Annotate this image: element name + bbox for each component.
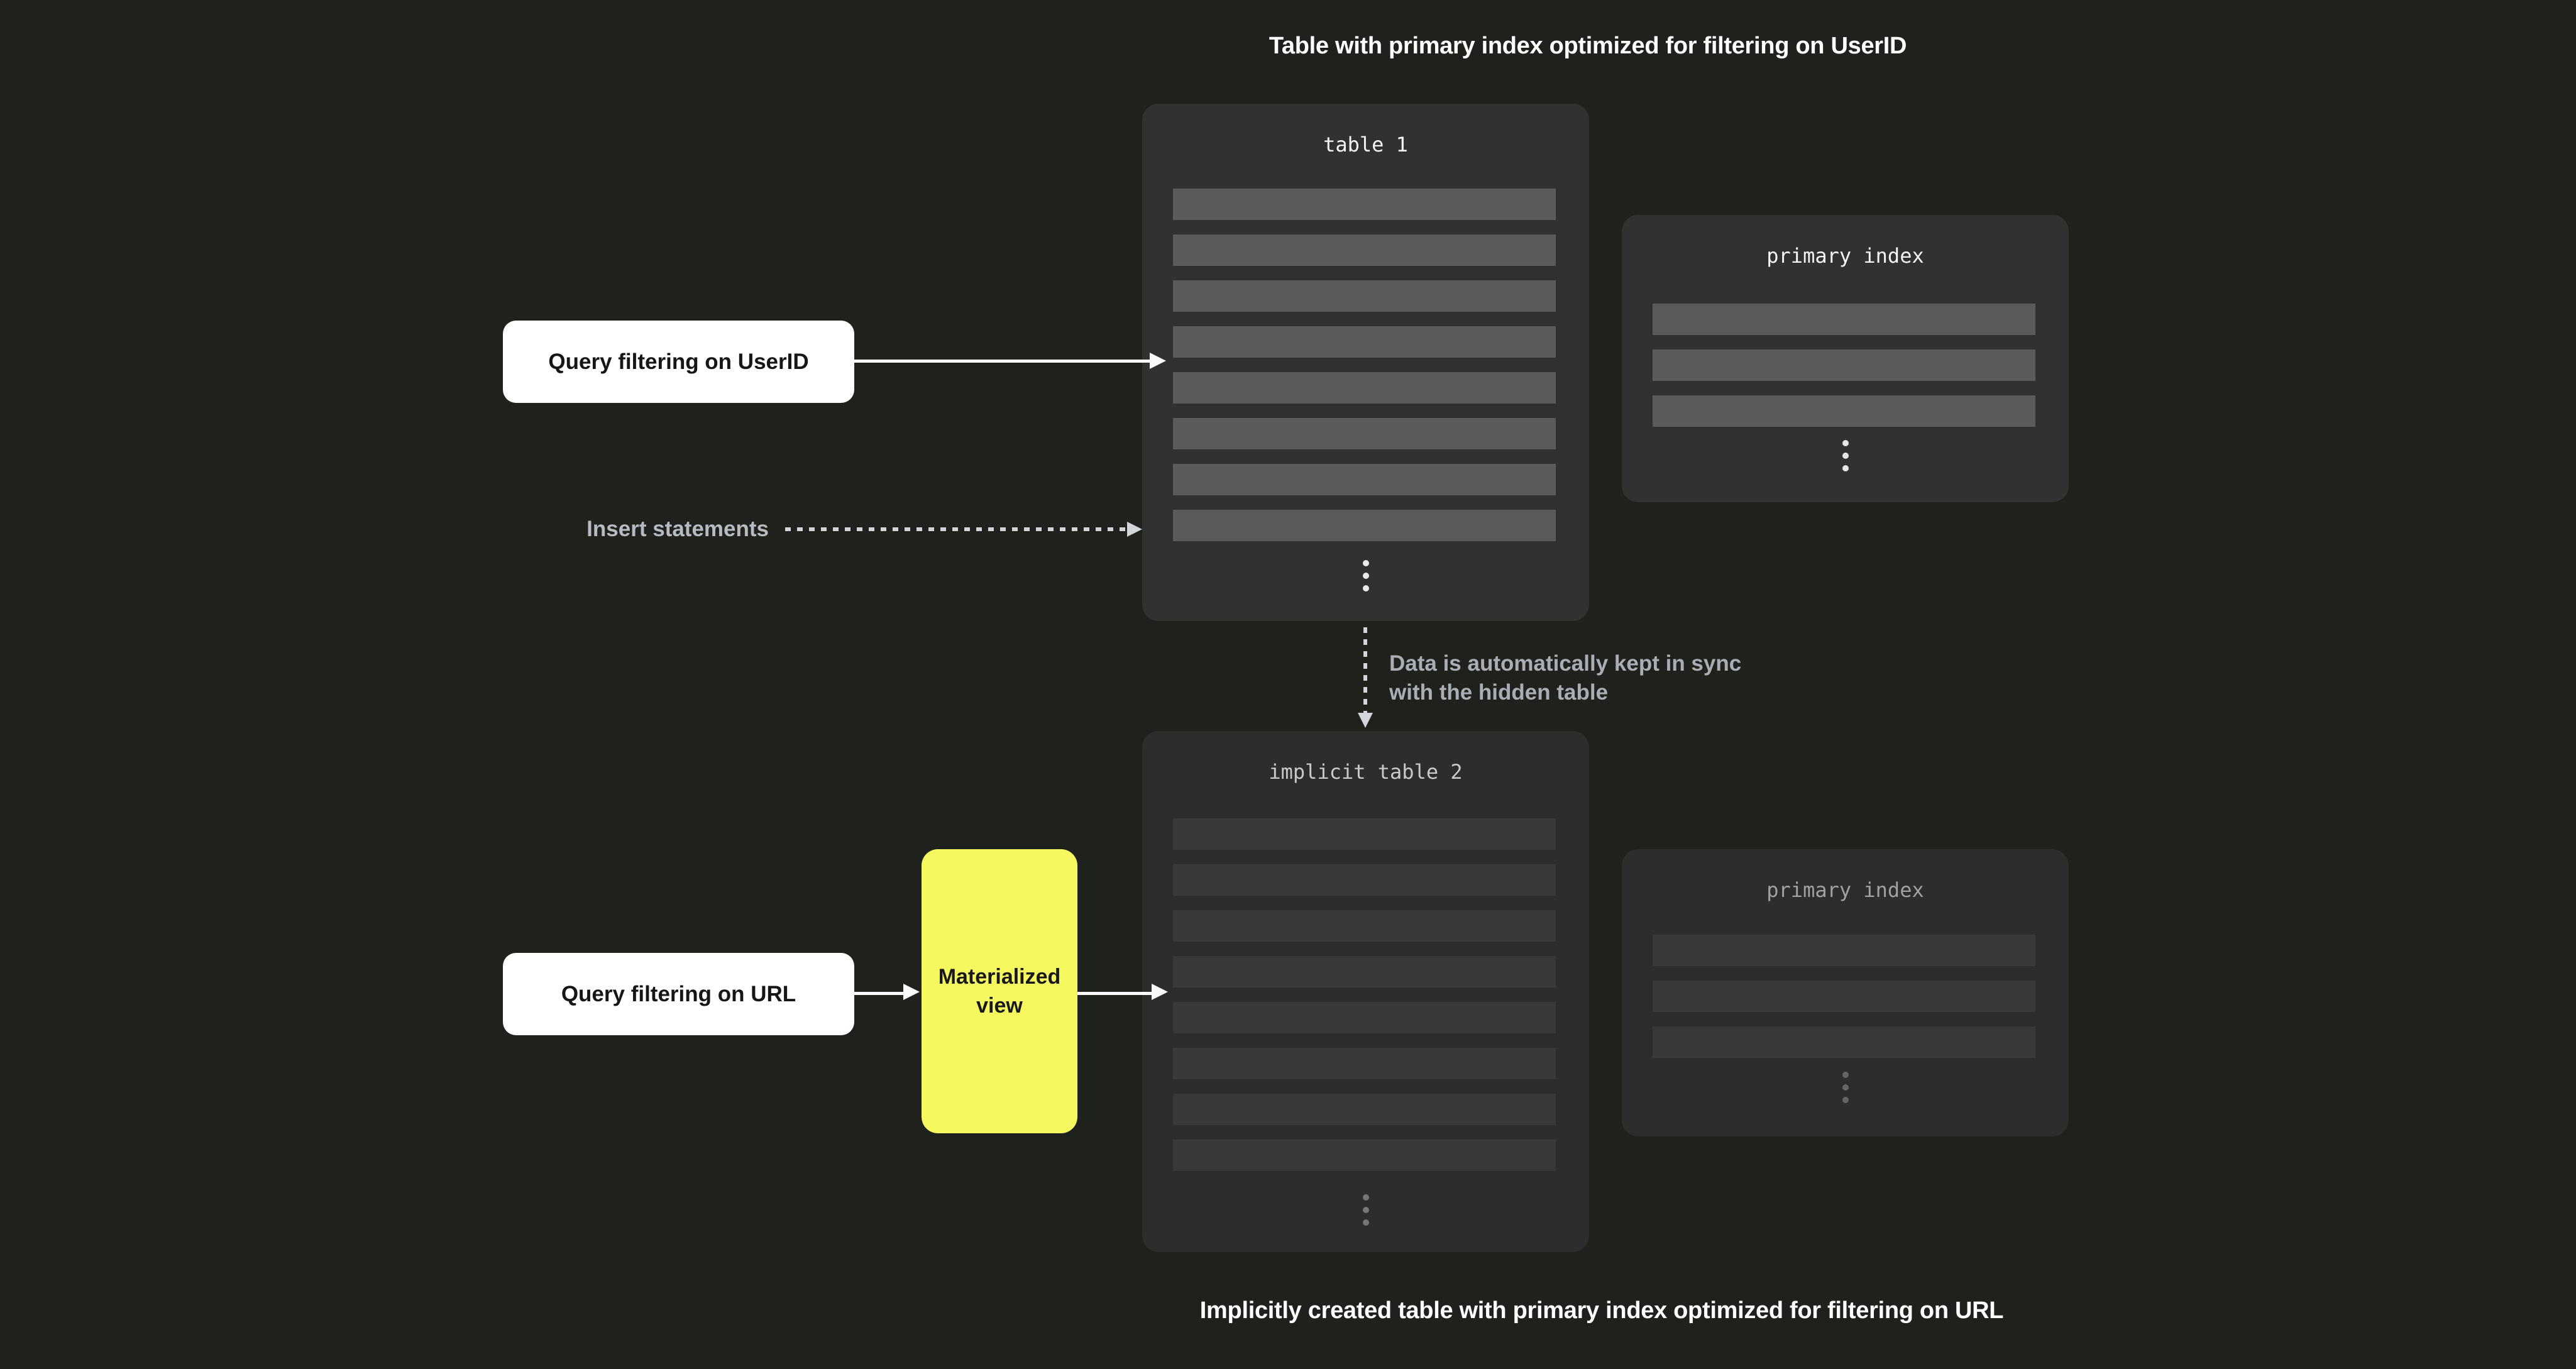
table-row-placeholder	[1173, 372, 1556, 404]
sync-note-line1: Data is automatically kept in sync	[1389, 651, 1742, 676]
arrowhead-icon	[1150, 353, 1166, 369]
caption-top: Table with primary index optimized for f…	[1269, 33, 1907, 59]
panel-implicit-table2: implicit table 2	[1142, 731, 1589, 1252]
table-row-placeholder	[1173, 234, 1556, 266]
table-row-placeholder	[1173, 510, 1556, 541]
panel-primary-index-bottom-title: primary index	[1766, 878, 1924, 902]
panel-primary-index-top: primary index	[1622, 215, 2069, 502]
materialized-view-node: Materialized view	[922, 849, 1077, 1133]
panel-primary-index-bottom-rows	[1653, 935, 2035, 1058]
arrowhead-icon	[1127, 522, 1142, 537]
table-row-placeholder	[1173, 1002, 1556, 1033]
panel-implicit-table2-rows	[1173, 818, 1556, 1171]
panel-table1-title: table 1	[1323, 133, 1408, 157]
table-row-placeholder	[1173, 1094, 1556, 1125]
sync-note: Data is automatically kept in sync with …	[1389, 649, 1741, 707]
vertical-ellipsis-icon	[1842, 1072, 1849, 1103]
table-row-placeholder	[1173, 326, 1556, 358]
query-url-label: Query filtering on URL	[561, 981, 796, 1006]
arrowhead-icon	[1152, 984, 1168, 1000]
table-row-placeholder	[1173, 280, 1556, 312]
vertical-ellipsis-icon	[1362, 1194, 1369, 1226]
arrow-query-userid-to-table1	[854, 360, 1150, 363]
table-row-placeholder	[1173, 464, 1556, 495]
table-row-placeholder	[1653, 1026, 2035, 1058]
table-row-placeholder	[1173, 1140, 1556, 1171]
query-url-node: Query filtering on URL	[503, 953, 854, 1035]
arrow-materialized-view-to-table2	[1077, 992, 1152, 995]
panel-primary-index-bottom: primary index	[1622, 849, 2069, 1136]
query-userid-label: Query filtering on UserID	[548, 349, 809, 374]
table-row-placeholder	[1173, 818, 1556, 850]
materialized-view-label: Materialized view	[938, 965, 1061, 1018]
table-row-placeholder	[1653, 349, 2035, 381]
panel-implicit-table2-title: implicit table 2	[1269, 760, 1463, 784]
arrowhead-icon	[903, 984, 920, 1000]
insert-statements-label: Insert statements	[586, 517, 769, 541]
caption-bottom: Implicitly created table with primary in…	[1199, 1297, 2004, 1324]
panel-primary-index-top-title: primary index	[1766, 244, 1924, 268]
dashed-arrow-insert-to-table1	[785, 527, 1128, 531]
arrowhead-icon	[1358, 713, 1373, 728]
table-row-placeholder	[1653, 935, 2035, 966]
table-row-placeholder	[1173, 910, 1556, 942]
table-row-placeholder	[1173, 418, 1556, 449]
table-row-placeholder	[1653, 304, 2035, 335]
table-row-placeholder	[1173, 189, 1556, 220]
table-row-placeholder	[1173, 1048, 1556, 1079]
table-row-placeholder	[1173, 864, 1556, 896]
table-row-placeholder	[1653, 395, 2035, 427]
panel-primary-index-top-rows	[1653, 304, 2035, 427]
arrow-query-url-to-materialized-view	[854, 992, 903, 995]
panel-table1-rows	[1173, 189, 1556, 541]
table-row-placeholder	[1653, 981, 2035, 1012]
vertical-ellipsis-icon	[1842, 440, 1849, 471]
dashed-arrow-table1-to-table2	[1363, 627, 1367, 714]
panel-table1: table 1	[1142, 104, 1589, 621]
query-userid-node: Query filtering on UserID	[503, 321, 854, 403]
sync-note-line2: with the hidden table	[1389, 680, 1609, 705]
table-row-placeholder	[1173, 956, 1556, 987]
vertical-ellipsis-icon	[1362, 560, 1369, 591]
